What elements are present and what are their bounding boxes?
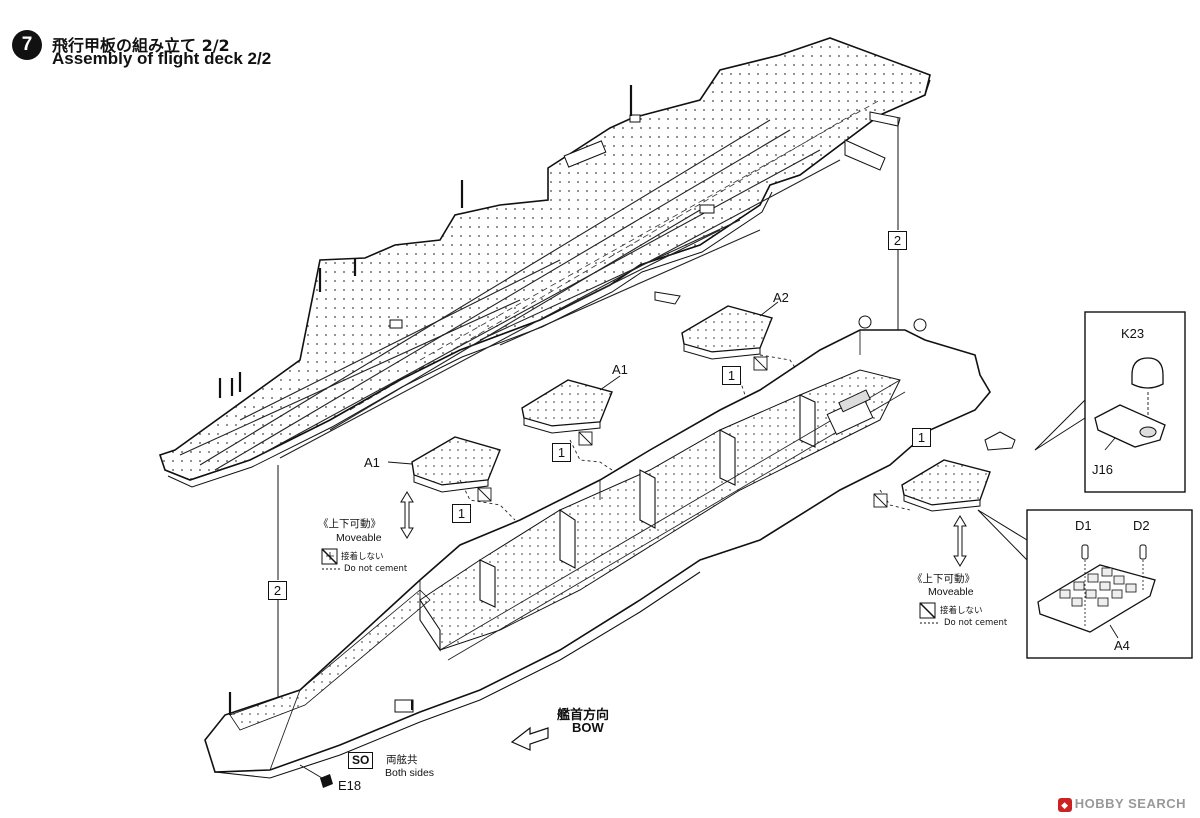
title-japanese: 飛行甲板の組み立て 2/2: [52, 36, 230, 55]
a4-part: [1037, 564, 1156, 633]
bow-direction-arrow: [510, 726, 549, 751]
elevator-a4: [901, 459, 991, 512]
bow-label-jp: 艦首方向: [557, 708, 610, 723]
moveable-note-jp-right: 《上下可動》: [912, 573, 975, 585]
no-cement-jp-left: 接着しない: [341, 552, 384, 562]
step-ref-a1-mid: 1: [552, 443, 571, 462]
step-ref-a4: 1: [912, 428, 931, 447]
watermark-text: HOBBY SEARCH: [1074, 796, 1186, 812]
flight-deck: [158, 37, 931, 488]
both-sides-code: SO: [348, 752, 374, 769]
d1-part: [1081, 544, 1089, 560]
moveable-note-en-left: Moveable: [336, 532, 382, 544]
moveable-note-en-right: Moveable: [928, 586, 974, 598]
part-label-a2: A2: [773, 290, 789, 305]
watermark: ◆HOBBY SEARCH: [1057, 796, 1186, 812]
no-cement-icon-right: [919, 602, 938, 624]
part-label-d2: D2: [1133, 518, 1150, 533]
part-label-k23: K23: [1121, 326, 1145, 341]
hobby-search-logo-icon: ◆: [1057, 798, 1072, 812]
inset-a4: [977, 509, 1193, 659]
bow-label-en: BOW: [572, 720, 604, 735]
k23-part: [1131, 357, 1164, 389]
step-number-badge: 7: [12, 30, 42, 60]
part-label-a4: A4: [1114, 638, 1130, 653]
elevator-a1-left: [411, 436, 501, 493]
step-ref-deck-right: 2: [888, 231, 907, 250]
part-label-j16: J16: [1092, 462, 1113, 477]
no-cement-en-right: Do not cement: [944, 618, 1008, 628]
title-english: Assembly of flight deck 2/2: [52, 49, 272, 68]
part-label-a1-left: A1: [364, 455, 380, 470]
no-cement-icon-left: [321, 548, 340, 570]
step-ref-a2: 1: [722, 366, 741, 385]
step-ref-deck-left: 2: [268, 581, 287, 600]
both-sides-jp: 両舷共: [386, 754, 418, 766]
part-label-a1-mid: A1: [612, 362, 628, 377]
part-label-d1: D1: [1075, 518, 1092, 533]
d2-part: [1139, 544, 1147, 560]
no-cement-jp-right: 接着しない: [940, 606, 983, 616]
no-cement-en-left: Do not cement: [344, 564, 408, 574]
inset-k23-j16: [984, 311, 1186, 493]
moveable-arrow-right: [953, 515, 967, 567]
elevator-a1-mid: [521, 379, 613, 434]
part-label-e18: E18: [338, 778, 362, 793]
moveable-note-jp-left: 《上下可動》: [318, 518, 381, 530]
moveable-arrow-left: [400, 491, 414, 539]
hull: [204, 315, 991, 788]
step-ref-a1-left: 1: [452, 504, 471, 523]
both-sides-en: Both sides: [385, 767, 435, 779]
elevator-a2: [681, 305, 773, 360]
